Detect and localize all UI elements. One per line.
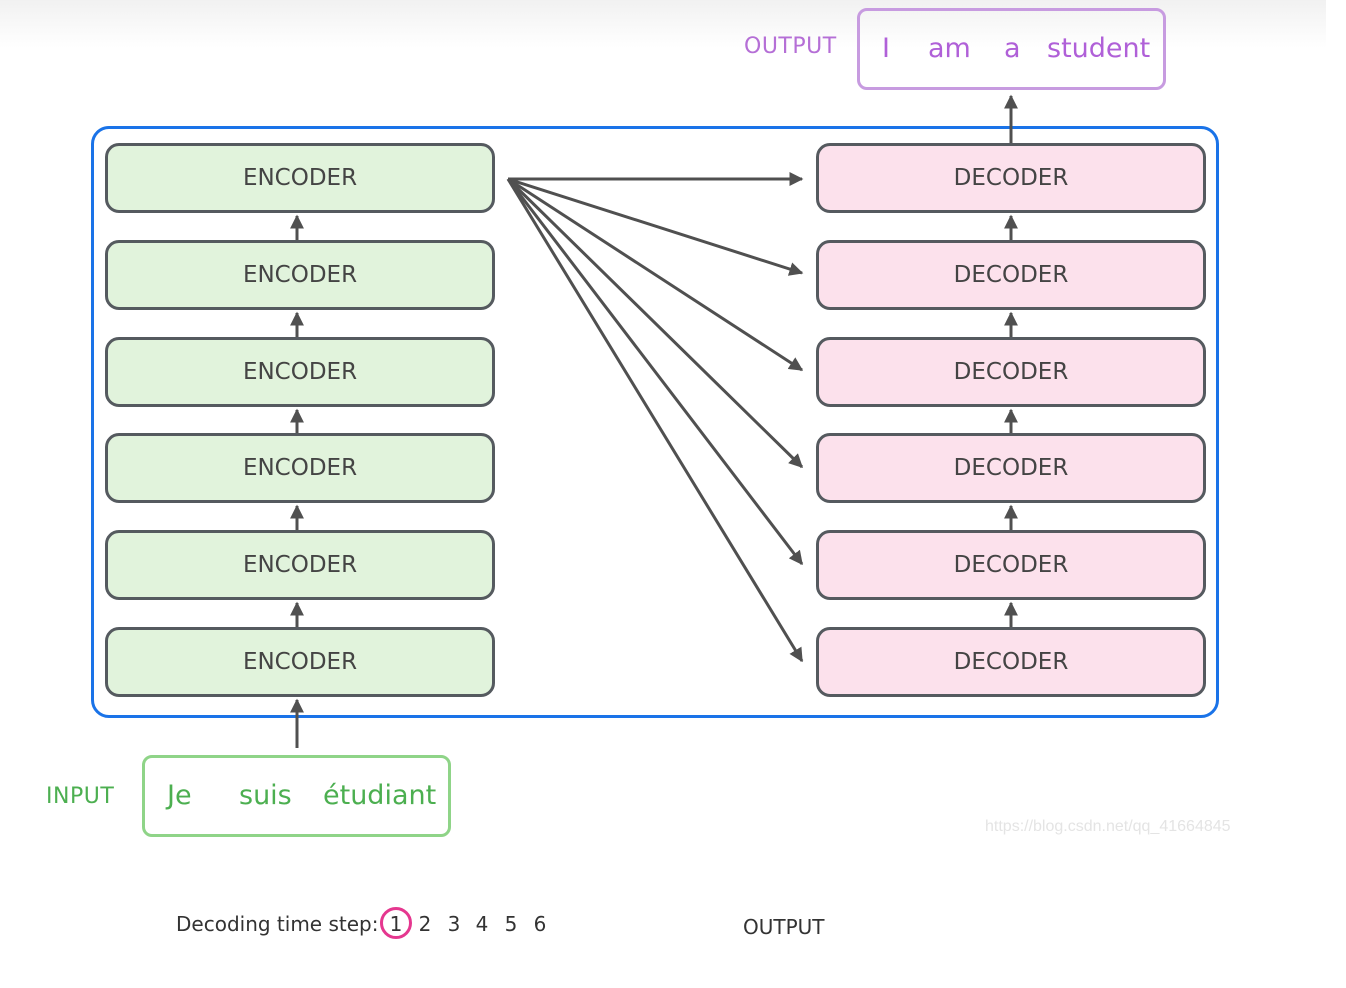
output-word: am xyxy=(928,33,971,64)
watermark-text: https://blog.csdn.net/qq_41664845 xyxy=(985,818,1231,835)
encoder-block: ENCODER xyxy=(105,143,495,213)
right-edge-strip xyxy=(1326,0,1346,988)
step-number: 5 xyxy=(504,912,518,936)
current-step-highlight xyxy=(380,907,412,939)
decoder-block: DECODER xyxy=(816,240,1206,310)
step-number: 4 xyxy=(475,912,489,936)
input-word: étudiant xyxy=(323,780,437,811)
encoder-to-decoder-arrow xyxy=(506,178,804,663)
step-number: 1 xyxy=(389,912,403,936)
output-word: I xyxy=(882,33,890,64)
encoder-to-decoder-arrow xyxy=(507,177,804,372)
encoder-to-decoder-arrow xyxy=(506,177,804,469)
encoder-to-decoder-arrow xyxy=(507,177,804,276)
input-word: suis xyxy=(239,780,292,811)
encoder-to-decoder-arrow xyxy=(506,178,804,566)
encoder-decoder-frame xyxy=(91,126,1219,718)
input-label: INPUT xyxy=(46,784,115,809)
output-label: OUTPUT xyxy=(744,34,837,59)
step-number: 2 xyxy=(418,912,432,936)
decoder-block: DECODER xyxy=(816,337,1206,407)
decoding-step-label: Decoding time step: xyxy=(176,912,379,936)
input-sentence-box: Je suis étudiant xyxy=(142,755,451,837)
decoding-output-label: OUTPUT xyxy=(743,915,825,939)
decoder-block: DECODER xyxy=(816,433,1206,503)
output-word: student xyxy=(1047,33,1151,64)
encoder-block: ENCODER xyxy=(105,530,495,600)
encoder-block: ENCODER xyxy=(105,627,495,697)
decoder-block: DECODER xyxy=(816,530,1206,600)
output-word: a xyxy=(1004,33,1021,64)
encoder-block: ENCODER xyxy=(105,433,495,503)
encoder-block: ENCODER xyxy=(105,240,495,310)
step-number: 3 xyxy=(447,912,461,936)
encoder-block: ENCODER xyxy=(105,337,495,407)
decoder-block: DECODER xyxy=(816,627,1206,697)
step-number: 6 xyxy=(533,912,547,936)
input-word: Je xyxy=(167,780,192,811)
output-sentence-box: I am a student xyxy=(857,8,1166,90)
decoder-block: DECODER xyxy=(816,143,1206,213)
